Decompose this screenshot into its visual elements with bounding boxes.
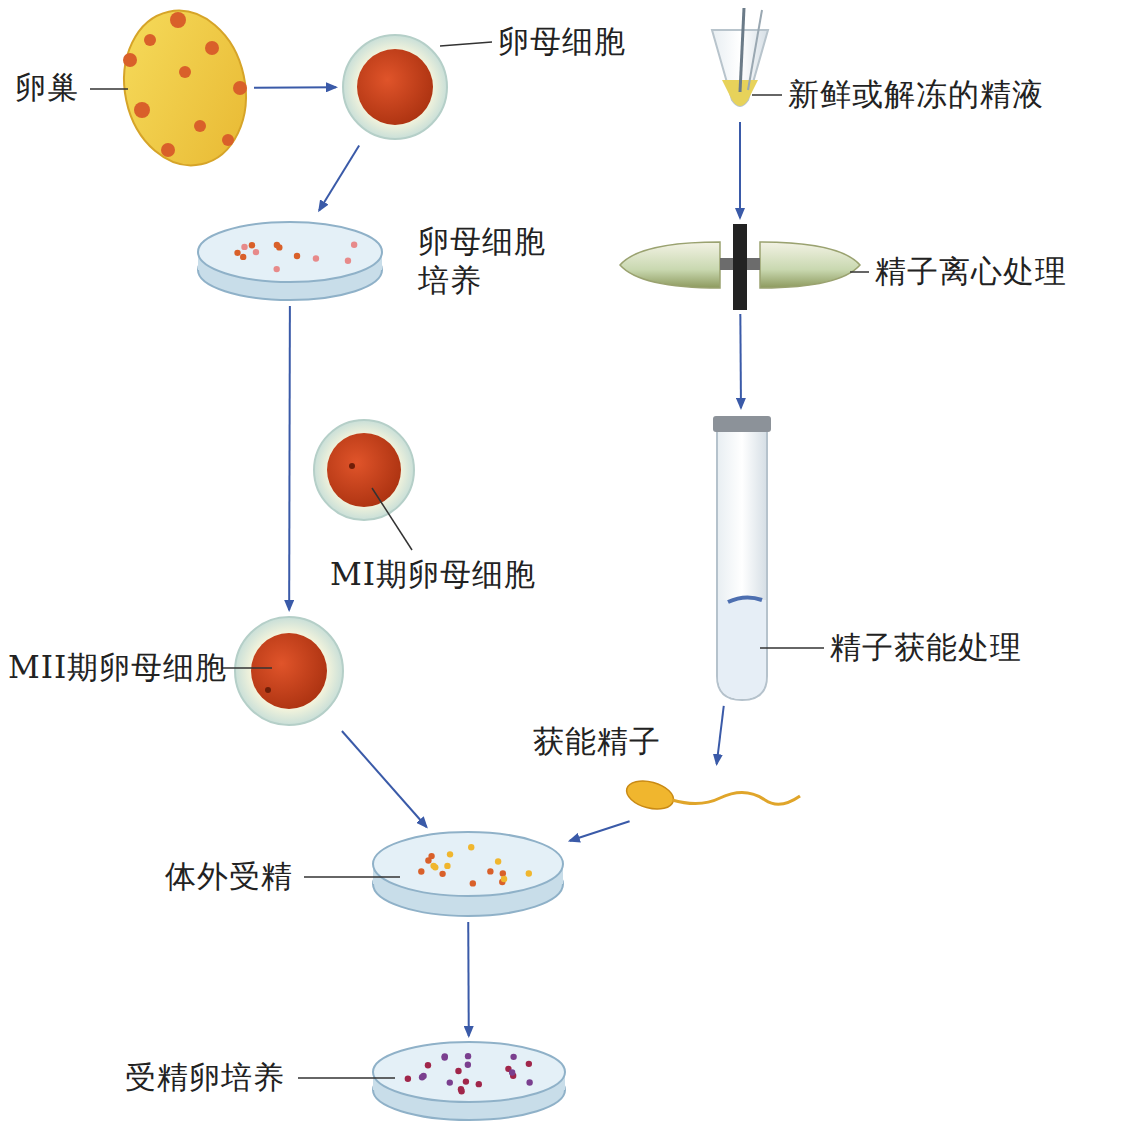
stage-node: MII期卵母细胞 [232,614,346,728]
stage-node: 新鲜或解冻的精液 [705,8,775,118]
stage-label: 卵母细胞培养 [418,222,548,300]
dish-cells [234,242,533,1095]
flow-arrow [739,122,741,218]
stage-label: 卵巢 [15,68,79,107]
stage-label: 卵母细胞 [498,22,626,61]
flow-arrow [254,86,336,88]
stage-label: MII期卵母细胞 [8,648,227,687]
flow-arrow [319,145,359,210]
stage-label: 获能精子 [533,722,661,761]
stage-node: 卵母细胞培养 [197,214,383,302]
centrifuge [620,224,860,310]
stage-node: 精子获能处理 [712,412,772,702]
stage-label: 精子获能处理 [830,628,1022,667]
flow-arrow [467,922,470,1036]
semen-tube [712,8,768,106]
stage-node: 体外受精 [370,830,566,918]
stage-node: 卵巢 [120,8,250,168]
mii-oocyte-drawing [235,617,343,725]
sperm-drawing [623,776,800,814]
fertilization-dish [373,832,563,916]
stage-node: 获能精子 [618,768,808,820]
stage-label: MI期卵母细胞 [330,555,536,594]
stage-label: 精子离心处理 [875,252,1067,291]
flow-arrow [570,821,630,841]
zygote-dish [373,1042,565,1120]
stage-label: 新鲜或解冻的精液 [788,75,1044,114]
mi-oocyte-drawing [314,420,414,520]
culture-dish [198,222,382,300]
stage-node: 卵母细胞 [340,32,450,142]
flow-arrow [739,314,742,408]
stage-node: 受精卵培养 [370,1040,568,1124]
test-tube [713,416,771,700]
flow-arrow [342,731,427,827]
oocyte-drawing [343,35,447,139]
ovary-drawing [110,0,260,177]
stage-node: 精子离心处理 [617,222,863,310]
stage-node: MI期卵母细胞 [312,418,416,522]
flow-arrow [288,306,291,610]
leader-lines [90,42,869,1078]
stage-label: 受精卵培养 [125,1058,285,1097]
stage-label: 体外受精 [165,857,293,896]
flow-arrow [717,706,724,764]
